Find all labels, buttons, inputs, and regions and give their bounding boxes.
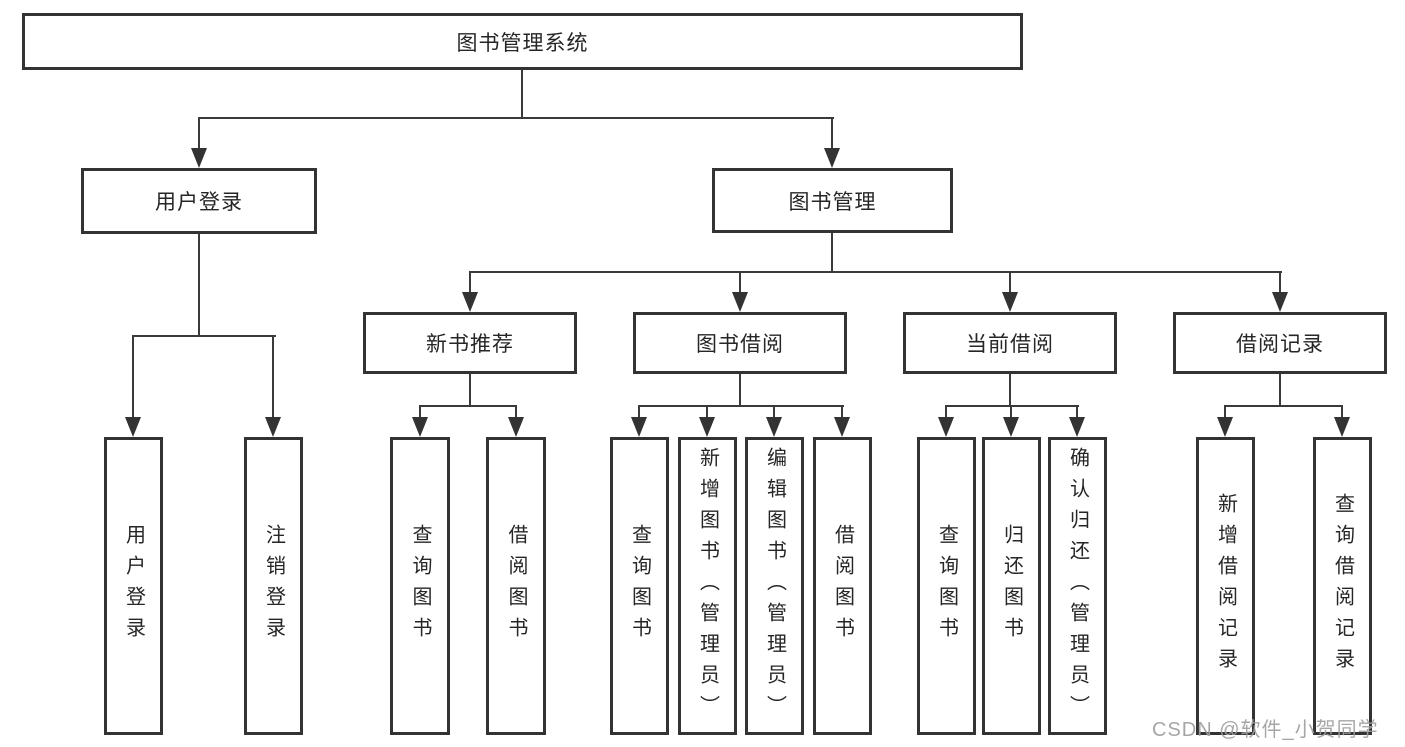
connector-line — [1009, 271, 1011, 294]
node-borrowing-records: 借阅记录 — [1173, 312, 1387, 374]
connector-line — [469, 271, 1282, 273]
node-new-book-recommendation: 新书推荐 — [363, 312, 577, 374]
leaf-current-return-books-label: 归还图书 — [1000, 524, 1023, 648]
connector-line — [638, 405, 640, 420]
leaf-current-return-books: 归还图书 — [982, 437, 1041, 735]
arrow-down-icon — [699, 417, 715, 437]
arrow-down-icon — [1217, 417, 1233, 437]
leaf-logout-login: 注销登录 — [244, 437, 303, 735]
connector-line — [515, 405, 517, 420]
arrow-down-icon — [732, 292, 748, 312]
node-book-borrowing: 图书借阅 — [633, 312, 847, 374]
connector-line — [831, 117, 833, 151]
connector-line — [419, 405, 421, 420]
connector-line — [198, 117, 200, 151]
arrow-down-icon — [125, 417, 141, 437]
arrow-down-icon — [1334, 417, 1350, 437]
connector-line — [469, 271, 471, 294]
arrow-down-icon — [191, 148, 207, 168]
leaf-newbook-query-books-label: 查询图书 — [409, 524, 431, 648]
arrow-down-icon — [834, 417, 850, 437]
connector-line — [198, 117, 834, 119]
connector-line — [945, 405, 947, 420]
connector-line — [469, 374, 471, 407]
leaf-borrow-borrow-books: 借阅图书 — [813, 437, 872, 735]
csdn-watermark: CSDN @软件_小贺同学 — [1152, 719, 1379, 741]
connector-line — [706, 405, 708, 420]
node-current-borrowing: 当前借阅 — [903, 312, 1117, 374]
leaf-current-query-books: 查询图书 — [917, 437, 976, 735]
connector-line — [638, 405, 844, 407]
connector-line — [1009, 374, 1011, 407]
arrow-down-icon — [1069, 417, 1085, 437]
connector-line — [1341, 405, 1343, 420]
arrow-down-icon — [938, 417, 954, 437]
connector-line — [132, 335, 276, 337]
connector-line — [132, 335, 134, 419]
connector-line — [521, 70, 523, 118]
arrow-down-icon — [766, 417, 782, 437]
leaf-borrow-edit-books-admin: 编辑图书（管理员） — [745, 437, 804, 735]
arrow-down-icon — [631, 417, 647, 437]
connector-line — [1224, 405, 1226, 420]
connector-line — [945, 405, 1079, 407]
arrow-down-icon — [1003, 417, 1019, 437]
leaf-current-confirm-return-admin-label: 确认归还（管理员） — [1066, 446, 1089, 726]
connector-line — [272, 335, 274, 419]
arrow-down-icon — [1272, 292, 1288, 312]
connector-line — [739, 271, 741, 294]
connector-line — [1279, 374, 1281, 407]
node-book-management: 图书管理 — [712, 168, 953, 233]
leaf-borrow-query-books: 查询图书 — [610, 437, 669, 735]
arrow-down-icon — [508, 417, 524, 437]
connector-line — [1010, 405, 1012, 420]
arrow-down-icon — [824, 148, 840, 168]
connector-line — [198, 234, 200, 337]
leaf-current-query-books-label: 查询图书 — [935, 524, 958, 648]
arrow-down-icon — [462, 292, 478, 312]
leaf-current-confirm-return-admin: 确认归还（管理员） — [1048, 437, 1107, 735]
leaf-logout-login-label: 注销登录 — [262, 524, 285, 648]
leaf-records-query-record: 查询借阅记录 — [1313, 437, 1372, 735]
leaf-user-login-label: 用户登录 — [122, 524, 145, 648]
connector-line — [419, 405, 517, 407]
connector-line — [1076, 405, 1078, 420]
leaf-borrow-borrow-books-label: 借阅图书 — [831, 524, 854, 648]
leaf-records-add-record: 新增借阅记录 — [1196, 437, 1255, 735]
leaf-records-add-record-label: 新增借阅记录 — [1214, 493, 1237, 679]
leaf-newbook-borrow-books-label: 借阅图书 — [505, 524, 527, 648]
leaf-newbook-query-books: 查询图书 — [390, 437, 450, 735]
leaf-newbook-borrow-books: 借阅图书 — [486, 437, 546, 735]
node-library-management-system: 图书管理系统 — [22, 13, 1023, 70]
leaf-borrow-add-books-admin: 新增图书（管理员） — [678, 437, 737, 735]
leaf-borrow-edit-books-admin-label: 编辑图书（管理员） — [763, 446, 786, 726]
connector-line — [831, 233, 833, 273]
connector-line — [841, 405, 843, 420]
connector-line — [739, 374, 741, 407]
connector-line — [1279, 271, 1281, 294]
connector-line — [773, 405, 775, 420]
connector-line — [1224, 405, 1343, 407]
leaf-borrow-add-books-admin-label: 新增图书（管理员） — [696, 446, 719, 726]
leaf-records-query-record-label: 查询借阅记录 — [1331, 493, 1354, 679]
arrow-down-icon — [412, 417, 428, 437]
node-user-login: 用户登录 — [81, 168, 317, 234]
arrow-down-icon — [265, 417, 281, 437]
arrow-down-icon — [1002, 292, 1018, 312]
leaf-user-login: 用户登录 — [104, 437, 163, 735]
leaf-borrow-query-books-label: 查询图书 — [628, 524, 651, 648]
